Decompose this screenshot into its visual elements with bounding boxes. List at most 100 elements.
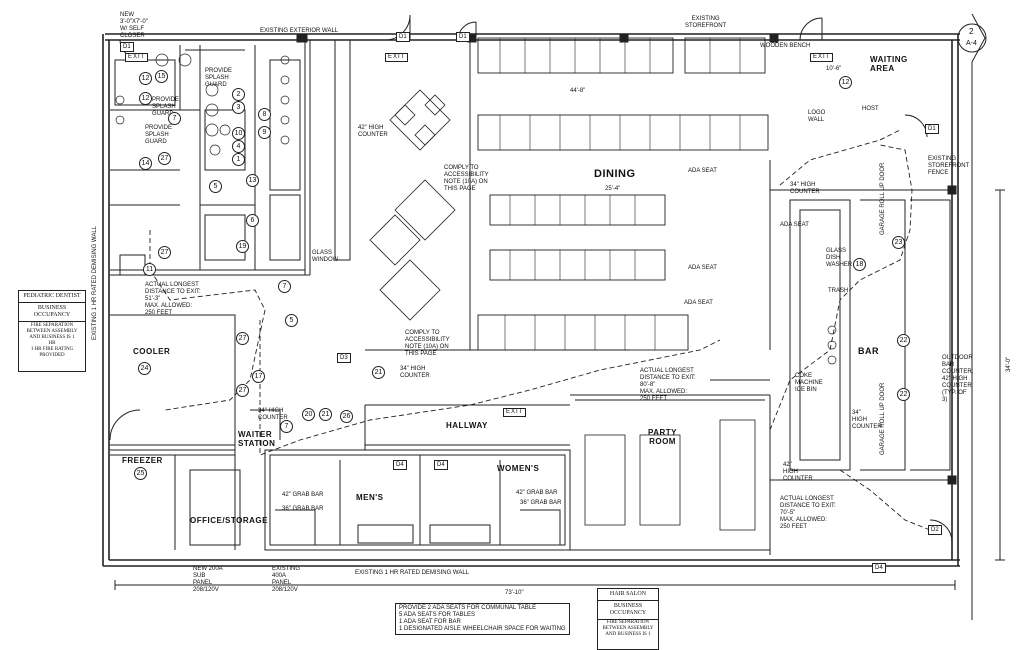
equipment-tag: 1	[232, 153, 245, 166]
counter-34-note-b: 34" HIGH COUNTER	[258, 408, 288, 421]
equipment-tag: 17	[252, 370, 265, 383]
equipment-tag: 18	[853, 258, 866, 271]
room-freezer: FREEZER	[122, 456, 163, 465]
splash-guard-note-3: PROVIDE SPLASH GUARD	[145, 125, 173, 145]
tenant-occupancy: BUSINESS OCCUPANCY	[598, 601, 658, 620]
counter-42-note: 42" HIGH COUNTER	[358, 125, 388, 138]
coke-machine-note: COKE MACHINE ICE BIN	[795, 373, 823, 393]
tenant-name: HAIR SALON	[598, 589, 658, 601]
equipment-tag: 14	[139, 157, 152, 170]
dining-dimension-2: 25'-4"	[605, 186, 621, 192]
room-waiter-station: WAITER STATION	[238, 430, 276, 448]
room-bar: BAR	[858, 346, 879, 356]
room-hallway: HALLWAY	[446, 421, 488, 430]
waiting-dimension: 10'-6"	[826, 66, 842, 72]
door-tag: D1	[925, 124, 939, 134]
equipment-tag: 21	[319, 408, 332, 421]
exit-distance-note-1: ACTUAL LONGEST DISTANCE TO EXIT: 51'-3" …	[145, 282, 201, 316]
counter-34-note-a: 34" HIGH COUNTER	[400, 366, 430, 379]
garage-door-label-1: GARAGE ROLL UP DOOR	[880, 162, 886, 235]
tenant-occupancy: BUSINESS OCCUPANCY	[19, 303, 85, 322]
room-office-storage: OFFICE/STORAGE	[190, 516, 268, 525]
bar-counter	[789, 199, 851, 471]
wooden-bench-label: WOODEN BENCH	[760, 43, 811, 49]
tenant-name: PEDIATRIC DENTIST	[19, 291, 85, 303]
equipment-tag: 11	[143, 263, 156, 276]
new-panel-note: NEW 200A SUB PANEL 208/120V	[193, 566, 223, 593]
storefront-fence-note: EXISTING STOREFRONT FENCE	[928, 156, 970, 176]
equipment-tag: 27	[236, 384, 249, 397]
equipment-tag: 19	[236, 240, 249, 253]
equipment-tag: 12	[839, 76, 852, 89]
equipment-tag: 20	[302, 408, 315, 421]
party-room-wall	[570, 394, 771, 555]
equipment-tag: 13	[246, 174, 259, 187]
counter-42-note-b: 42" HIGH COUNTER	[783, 462, 813, 482]
cooler-wall	[110, 314, 236, 550]
equipment-tag: 4	[232, 140, 245, 153]
equipment-tag: 15	[155, 70, 168, 83]
waiting-area-label: WAITING AREA	[870, 55, 908, 73]
splash-guard-note-1: PROVIDE SPLASH GUARD	[205, 68, 233, 88]
equipment-tag: 7	[278, 280, 291, 293]
existing-panel-note: EXISTING 400A PANEL 208/120V	[272, 566, 301, 593]
existing-exterior-wall-label: EXISTING EXTERIOR WALL	[260, 28, 339, 34]
equipment-tag: 6	[246, 214, 259, 227]
total-dimension: 73'-10"	[505, 590, 524, 596]
grab-bar-36-b: 36" GRAB BAR	[520, 500, 562, 506]
exit-paths	[149, 129, 931, 531]
dining-dimension: 44'-8"	[570, 88, 586, 94]
grab-bar-42-b: 42" GRAB BAR	[516, 490, 558, 496]
door-tag: D4	[393, 460, 407, 470]
equipment-tag: 26	[340, 410, 353, 423]
room-party-room: PARTY ROOM	[648, 428, 678, 446]
equipment-tag: 27	[158, 152, 171, 165]
ada-requirements-note: PROVIDE 2 ADA SEATS FOR COMMUNAL TABLE 5…	[395, 603, 570, 635]
door-tag: D2	[928, 525, 942, 535]
fire-separation-note: FIRE SEPARATION BETWEEN ASSEMBLY AND BUS…	[602, 620, 654, 637]
trash-label: TRASH	[828, 288, 849, 294]
exit-sign: EXIT	[810, 53, 834, 62]
door-tag: D3	[337, 353, 351, 363]
equipment-tag: 9	[258, 126, 271, 139]
exit-distance-note-2: ACTUAL LONGEST DISTANCE TO EXIT: 80'-8" …	[640, 368, 696, 402]
ada-seat-1: ADA SEAT	[688, 168, 717, 174]
door-tag: D1	[120, 42, 134, 52]
room-cooler: COOLER	[133, 347, 171, 356]
glass-dish-washer-note: GLASS DISH WASHER	[826, 248, 853, 268]
door-tag: D1	[456, 32, 470, 42]
equipment-tag: 10	[232, 127, 245, 140]
demising-wall-bottom-label: EXISTING 1 HR RATED DEMISING WALL	[355, 570, 470, 576]
equipment-tag: 22	[897, 388, 910, 401]
door-tag: D4	[872, 563, 886, 573]
garage-door-label-2: GARAGE ROLL UP DOOR	[880, 382, 886, 455]
grab-bar-42-a: 42" GRAB BAR	[282, 492, 324, 498]
right-wall	[951, 34, 959, 566]
accessibility-note-1: COMPLY TO ACCESSIBILITY NOTE (10A) ON TH…	[444, 165, 489, 192]
room-womens: WOMEN'S	[497, 464, 540, 473]
bottom-demising-wall	[103, 559, 960, 567]
counter-34-note-c: 34" HIGH COUNTER	[790, 182, 820, 195]
equipment-tag: 22	[897, 334, 910, 347]
new-door-note: NEW 3'-0"x7'-0" W/ SELF CLOSER	[120, 12, 148, 39]
equipment-tag: 7	[280, 420, 293, 433]
tenant-info-hair-salon: HAIR SALON BUSINESS OCCUPANCY FIRE SEPAR…	[597, 588, 659, 650]
left-demising-wall	[102, 34, 110, 566]
exterior-wall	[105, 33, 960, 41]
demising-wall-left-label: EXISTING 1 HR RATED DEMISING WALL	[92, 225, 98, 340]
equipment-tag: 7	[168, 112, 181, 125]
section-mark-number: 2	[969, 27, 974, 36]
glass-window-note: GLASS WINDOW	[312, 250, 339, 263]
equipment-tag: 5	[285, 314, 298, 327]
exit-distance-note-3: ACTUAL LONGEST DISTANCE TO EXIT: 70'-5" …	[780, 496, 836, 530]
existing-storefront-label: EXISTING STOREFRONT	[685, 16, 727, 29]
accessibility-note-2: COMPLY TO ACCESSIBILITY NOTE (10A) ON TH…	[405, 330, 450, 357]
grab-bar-36-a: 36" GRAB BAR	[282, 506, 324, 512]
fire-separation-note: FIRE SEPARATION BETWEEN ASSEMBLY AND BUS…	[26, 323, 78, 358]
communal-tables	[369, 89, 456, 321]
tenant-info-pediatric-dentist: PEDIATRIC DENTIST BUSINESS OCCUPANCY FIR…	[18, 290, 86, 372]
right-dimension: 34'-0"	[1006, 356, 1012, 372]
equipment-tag: 12	[139, 72, 152, 85]
outdoor-bar-note: OUTDOOR BAR COUNTER, 42" HIGH COUNTER (T…	[942, 355, 974, 403]
